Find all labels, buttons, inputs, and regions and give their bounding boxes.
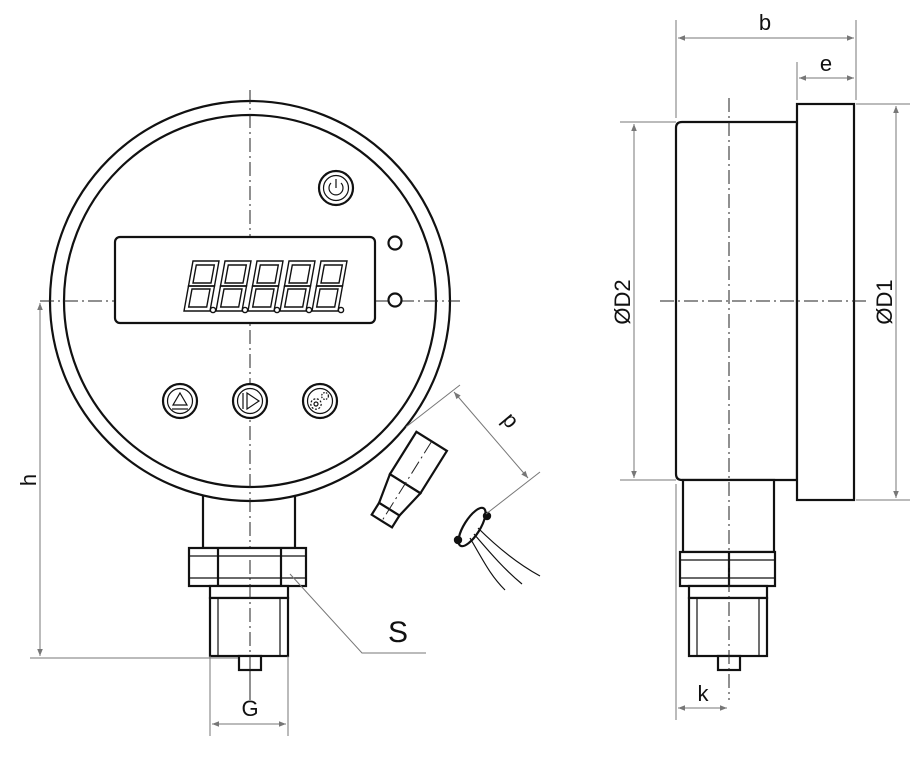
up-triangle-icon <box>171 391 189 410</box>
dimension-d1-label: ØD1 <box>872 279 897 324</box>
display-digits <box>183 260 348 314</box>
side-thread <box>687 596 769 658</box>
front-view <box>40 90 541 700</box>
dimension-d2: ØD2 <box>610 121 676 481</box>
dimension-e-label: e <box>820 51 832 76</box>
display-digit <box>279 260 316 314</box>
dimension-k: k <box>675 484 727 720</box>
dimension-d2-label: ØD2 <box>610 279 635 324</box>
power-icon <box>328 179 344 196</box>
dimension-d1: ØD1 <box>856 103 910 501</box>
dimension-b: b <box>675 10 857 118</box>
thread-connection <box>208 560 290 700</box>
display-digit <box>183 260 220 314</box>
dimension-h-label: h <box>16 474 41 486</box>
display-digit <box>247 260 284 314</box>
settings-button[interactable] <box>301 382 339 420</box>
up-button[interactable] <box>161 382 199 420</box>
side-view <box>660 98 870 700</box>
dimension-h: h <box>16 303 238 659</box>
status-led-1 <box>387 235 403 251</box>
display-digit <box>311 260 348 314</box>
gears-icon <box>310 392 330 410</box>
display-digit <box>215 260 252 314</box>
power-button[interactable] <box>317 169 355 207</box>
dimension-s: S <box>289 573 426 654</box>
cable-gland <box>370 430 541 591</box>
hex-nut <box>187 546 308 588</box>
play-icon <box>242 391 261 411</box>
side-nut <box>678 550 777 588</box>
dimension-p-label: p <box>497 407 524 432</box>
dimension-s-label: S <box>388 616 408 649</box>
dimension-k-label: k <box>698 681 710 706</box>
dimension-e: e <box>796 51 854 100</box>
side-bezel <box>795 102 856 502</box>
status-led-2 <box>387 292 403 308</box>
dimension-b-label: b <box>759 10 771 35</box>
enter-button[interactable] <box>231 382 269 420</box>
dimension-g: G <box>209 656 289 736</box>
led-display <box>113 235 377 325</box>
dimension-g-label: G <box>241 696 258 721</box>
